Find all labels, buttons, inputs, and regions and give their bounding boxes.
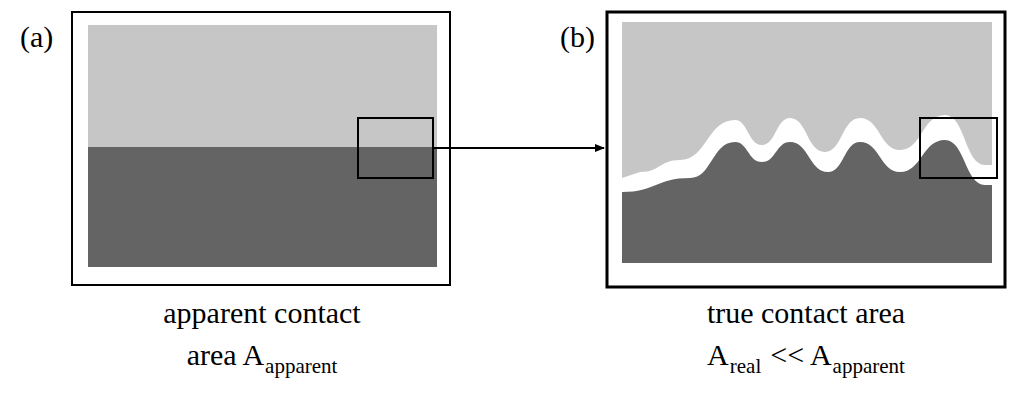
text-line: (a) [20,20,53,53]
zoom-arrow [433,147,604,149]
text-line: Areal<< Aapparent [707,338,905,371]
panel-label: (a) [20,20,53,53]
caption-text: area A [187,338,264,371]
caption-text: << A [770,338,831,371]
caption-text: true contact area [707,296,905,329]
upper-rough-body [622,22,992,178]
lower-body [88,147,437,267]
text-line: area Aapparent [187,338,338,371]
panel-frame [72,12,450,285]
panel-label: (b) [560,20,595,53]
subscript: real [730,355,761,378]
subscript: apparent [833,355,905,378]
caption-text: A [707,338,729,371]
text-line: apparent contact [163,296,360,329]
zoom-box [920,118,997,178]
panel-frame [607,12,1005,287]
upper-body [88,25,437,147]
subscript: apparent [265,355,337,378]
caption-text: apparent contact [163,296,360,329]
text-line: (b) [560,20,595,53]
text-line: true contact area [707,296,905,329]
zoom-box [358,118,433,178]
